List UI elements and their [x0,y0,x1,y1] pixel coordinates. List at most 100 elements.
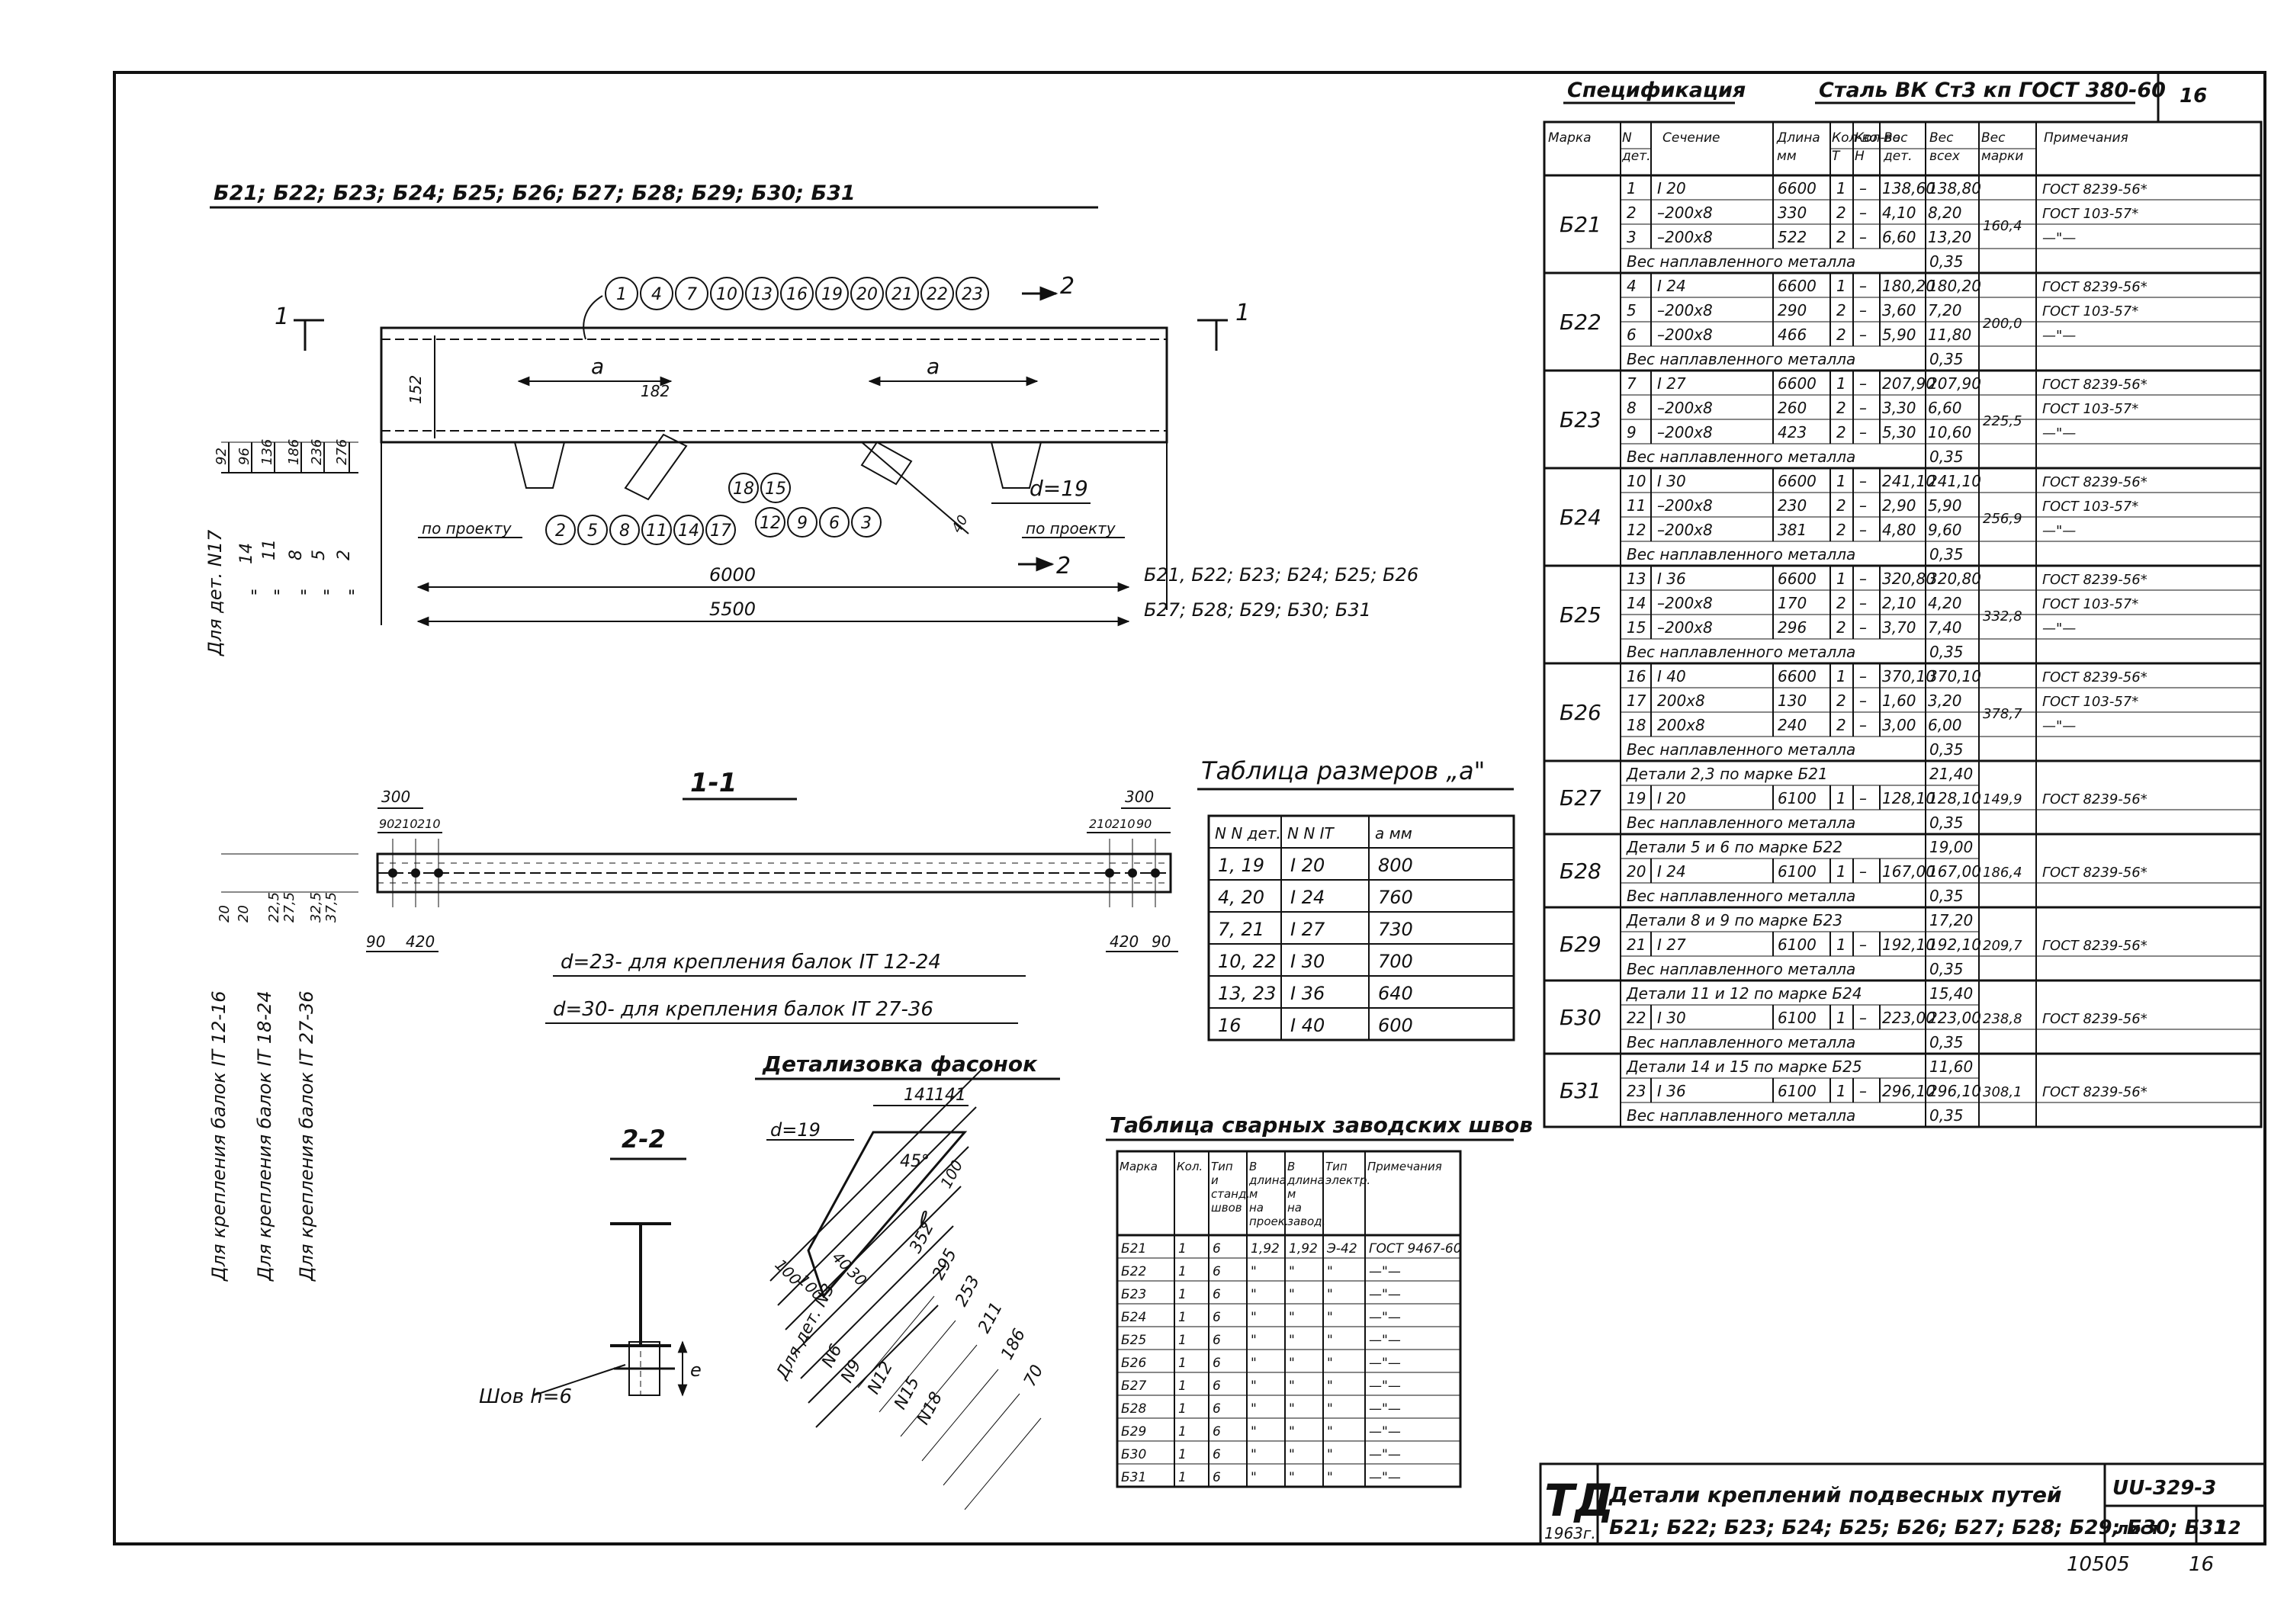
title-block-sheet-label: лист [2116,1520,2161,1539]
spec-cell: 6,60 [1928,399,1962,417]
weld-table-header-4: на [1287,1201,1302,1215]
spec-cell: I 36 [1657,570,1686,588]
weld-table-cell: Б26 [1121,1356,1146,1371]
beam-body [380,326,1168,444]
spec-cell: 13 [1627,570,1646,588]
weld-table-cell: " [1327,1401,1333,1417]
gusset-length: 295 [929,1246,961,1283]
spec-cell: –200x8 [1657,301,1713,319]
weld-table-cell: 6 [1213,1356,1221,1371]
weld-table-cell: 1 [1178,1264,1187,1279]
spec-cell: 5,90 [1882,326,1916,344]
balloon [641,515,672,545]
spec-cell: 2 [1627,204,1637,222]
balloon [851,507,882,538]
spec-cell: 240 [1778,716,1807,734]
weld-table-cell: —"— [1369,1333,1401,1348]
spec-cell: – [1859,618,1867,637]
det-label: Для дет. N17 [204,529,226,656]
size-table-cell: 16 [1218,1015,1242,1036]
spec-note: ГОСТ 8239-56* [2042,791,2147,807]
spec-mark-weight: 308,1 [1983,1084,2022,1100]
balloon [850,277,884,310]
section-1-1-holes [388,839,1160,907]
weld-table-cell: ГОСТ 9467-60 [1369,1241,1462,1257]
spec-cell: 2 [1836,228,1846,246]
spec-note: ГОСТ 8239-56* [2042,938,2147,954]
spec-cell: 170 [1778,594,1807,612]
spec-cell: 207,90 [1882,374,1935,393]
spec-title: Спецификация [1567,79,1746,102]
spec-cell: 290 [1778,301,1807,319]
balloon [956,277,989,310]
gusset-det-label: N15 [891,1374,924,1413]
balloon [819,507,850,538]
spec-extra-label: Вес наплавленного металла [1627,643,1855,661]
spec-cell: 522 [1778,228,1807,246]
weld-table-cell: —"— [1369,1401,1401,1417]
spec-cell: 3,00 [1882,716,1916,734]
spec-note: ГОСТ 8239-56* [2042,669,2147,685]
spec-note: ГОСТ 8239-56* [2042,865,2147,881]
weld-table-cell: 1,92 [1251,1241,1280,1257]
balloon-number: 20 [856,285,878,304]
spec-cell: – [1859,1082,1867,1100]
balloon [787,507,818,538]
weld-table-cell: " [1251,1470,1257,1485]
weld-table-cell: " [1327,1424,1333,1439]
title-block-year: 1963г. [1544,1524,1596,1542]
spec-cell: 138,60 [1882,179,1935,197]
spec-mark: Б25 [1560,602,1601,627]
size-table-cell: 730 [1378,919,1413,940]
spec-cell: 180,20 [1928,277,1981,295]
spec-cell: 128,10 [1928,789,1981,807]
s11-left-dim: 22,5 [266,892,282,923]
spec-cell: 1 [1836,570,1846,588]
section-2-top-label: 2 [1060,273,1075,300]
beam-left-dim: 276 [334,439,350,465]
weld-table-cell: " [1251,1264,1257,1279]
spec-cell: 1 [1836,277,1846,295]
weld-table-cell: Б29 [1121,1424,1146,1439]
spec-cell: 1 [1836,1082,1846,1100]
beam-main-view: Б21; Б22; Б23; Б24; Б25; Б26; Б27; Б28; … [204,181,1418,656]
spec-note: ГОСТ 103-57* [2042,401,2138,417]
spec-cell: 6 [1627,326,1637,344]
spec-cell: 6600 [1778,667,1817,685]
size-table-cell: I 40 [1290,1015,1325,1036]
weld-table-cell: " [1251,1401,1257,1417]
spec-cell: 241,10 [1928,472,1981,490]
balloon [675,277,708,310]
spec-header-1: N [1622,130,1632,146]
spec-note: —"— [2042,230,2076,246]
spec-note: —"— [2042,523,2076,539]
balloon-number: 4 [651,285,662,304]
weld-table-cell: Б21 [1121,1241,1146,1257]
balloon-number: 22 [927,285,948,304]
s11-dim-210a-right: 210 [1089,817,1113,831]
size-table-header: N N дет. [1215,824,1281,842]
balloon-number: 3 [861,514,872,533]
spec-mark: Б26 [1560,700,1601,725]
spec-cell: 7,20 [1928,301,1962,319]
note-d30: d=30- для крепления балок IT 27-36 [553,998,933,1021]
size-table-cell: 13, 23 [1218,983,1276,1004]
spec-cell: 2 [1836,423,1846,441]
balloon [728,473,759,503]
spec-extra-value: 15,40 [1929,984,1973,1003]
dim-a-right: a [927,354,940,379]
spec-cell: 3,20 [1928,692,1962,710]
spec-cell: – [1859,423,1867,441]
weld-table-header-1: Кол. [1177,1160,1203,1173]
s11-left-dim: 20 [236,905,252,923]
balloon [577,515,608,545]
balloon-number: 1 [616,285,627,304]
spec-cell: – [1859,399,1867,417]
spec-header-5: Кол-во [1855,130,1900,146]
size-table-cell: 600 [1378,1015,1413,1036]
spec-cell: – [1859,374,1867,393]
spec-cell: 2,90 [1882,496,1916,515]
marks-6000: Б21, Б22; Б23; Б24; Б25; Б26 [1144,564,1418,586]
